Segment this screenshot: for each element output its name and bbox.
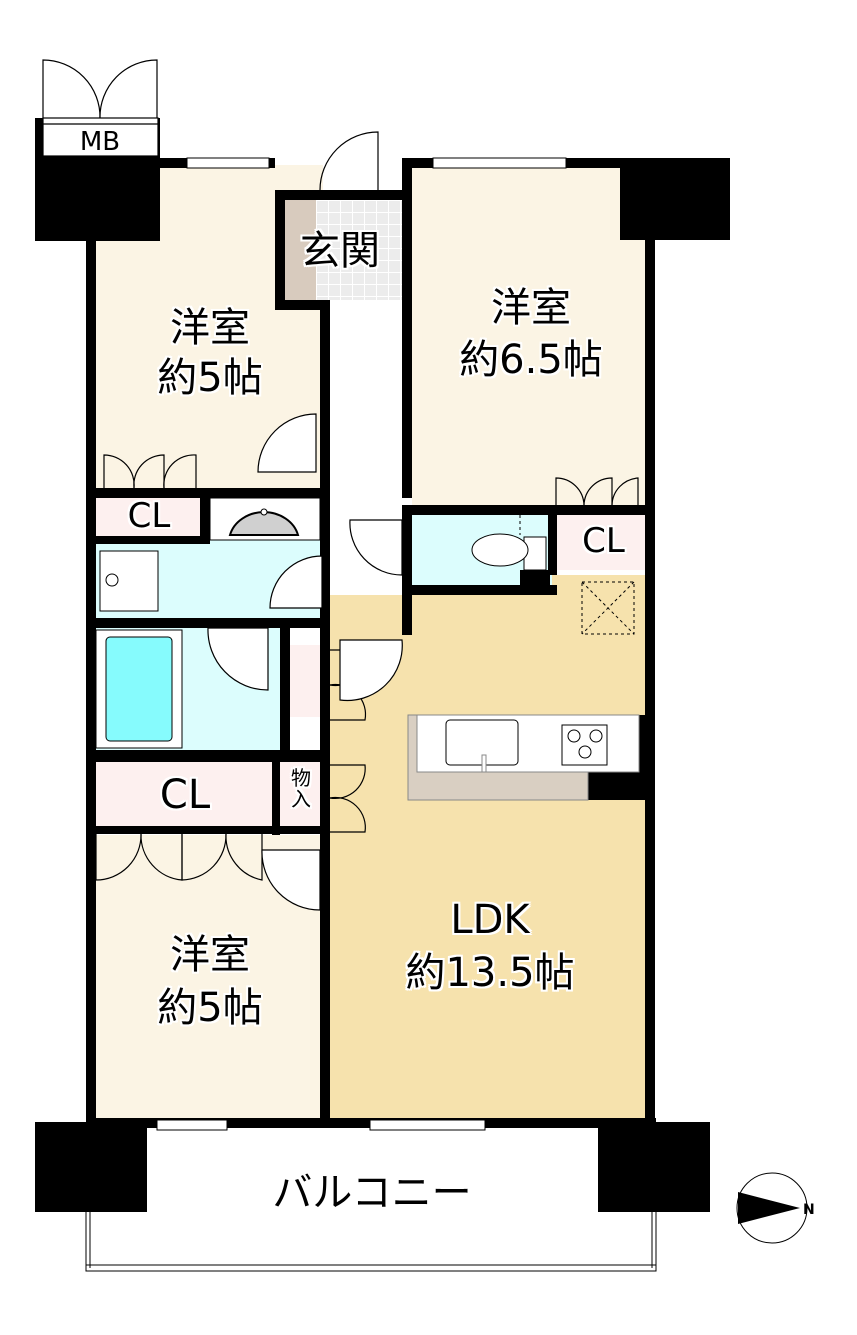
western-room-sw-name: 洋室 <box>170 932 250 978</box>
entrance-tile <box>316 200 402 300</box>
balcony-label: バルコニー <box>272 1170 472 1216</box>
western-room-ne-floor <box>412 165 650 507</box>
svg-text:N: N <box>803 1202 815 1218</box>
western-room-nw-size: 約5帖 <box>157 355 263 401</box>
entrance-label: 玄関 <box>300 228 380 274</box>
closet-sw-label: CL <box>159 772 211 818</box>
entrance-step <box>280 200 316 300</box>
closet-nw-label: CL <box>127 496 171 536</box>
closet-ne-label: CL <box>582 521 625 561</box>
ldk-size: 約13.5帖 <box>405 950 575 996</box>
compass-north-arrow-icon: N <box>736 1172 815 1244</box>
storage-label: 物 入 <box>291 766 311 811</box>
western-room-sw-size: 約5帖 <box>157 985 263 1031</box>
closet-sw-floor <box>95 762 275 828</box>
closet-ne-floor <box>557 515 650 570</box>
western-room-ne-size: 約6.5帖 <box>459 337 603 383</box>
meter-box-label: MB <box>79 127 121 157</box>
western-room-nw-name: 洋室 <box>170 305 250 351</box>
western-room-ne-name: 洋室 <box>491 285 571 331</box>
closet-nw-floor <box>95 495 205 540</box>
storage-floor <box>280 762 322 828</box>
storage-upper-floor <box>290 645 322 717</box>
ldk-name: LDK <box>450 897 530 943</box>
